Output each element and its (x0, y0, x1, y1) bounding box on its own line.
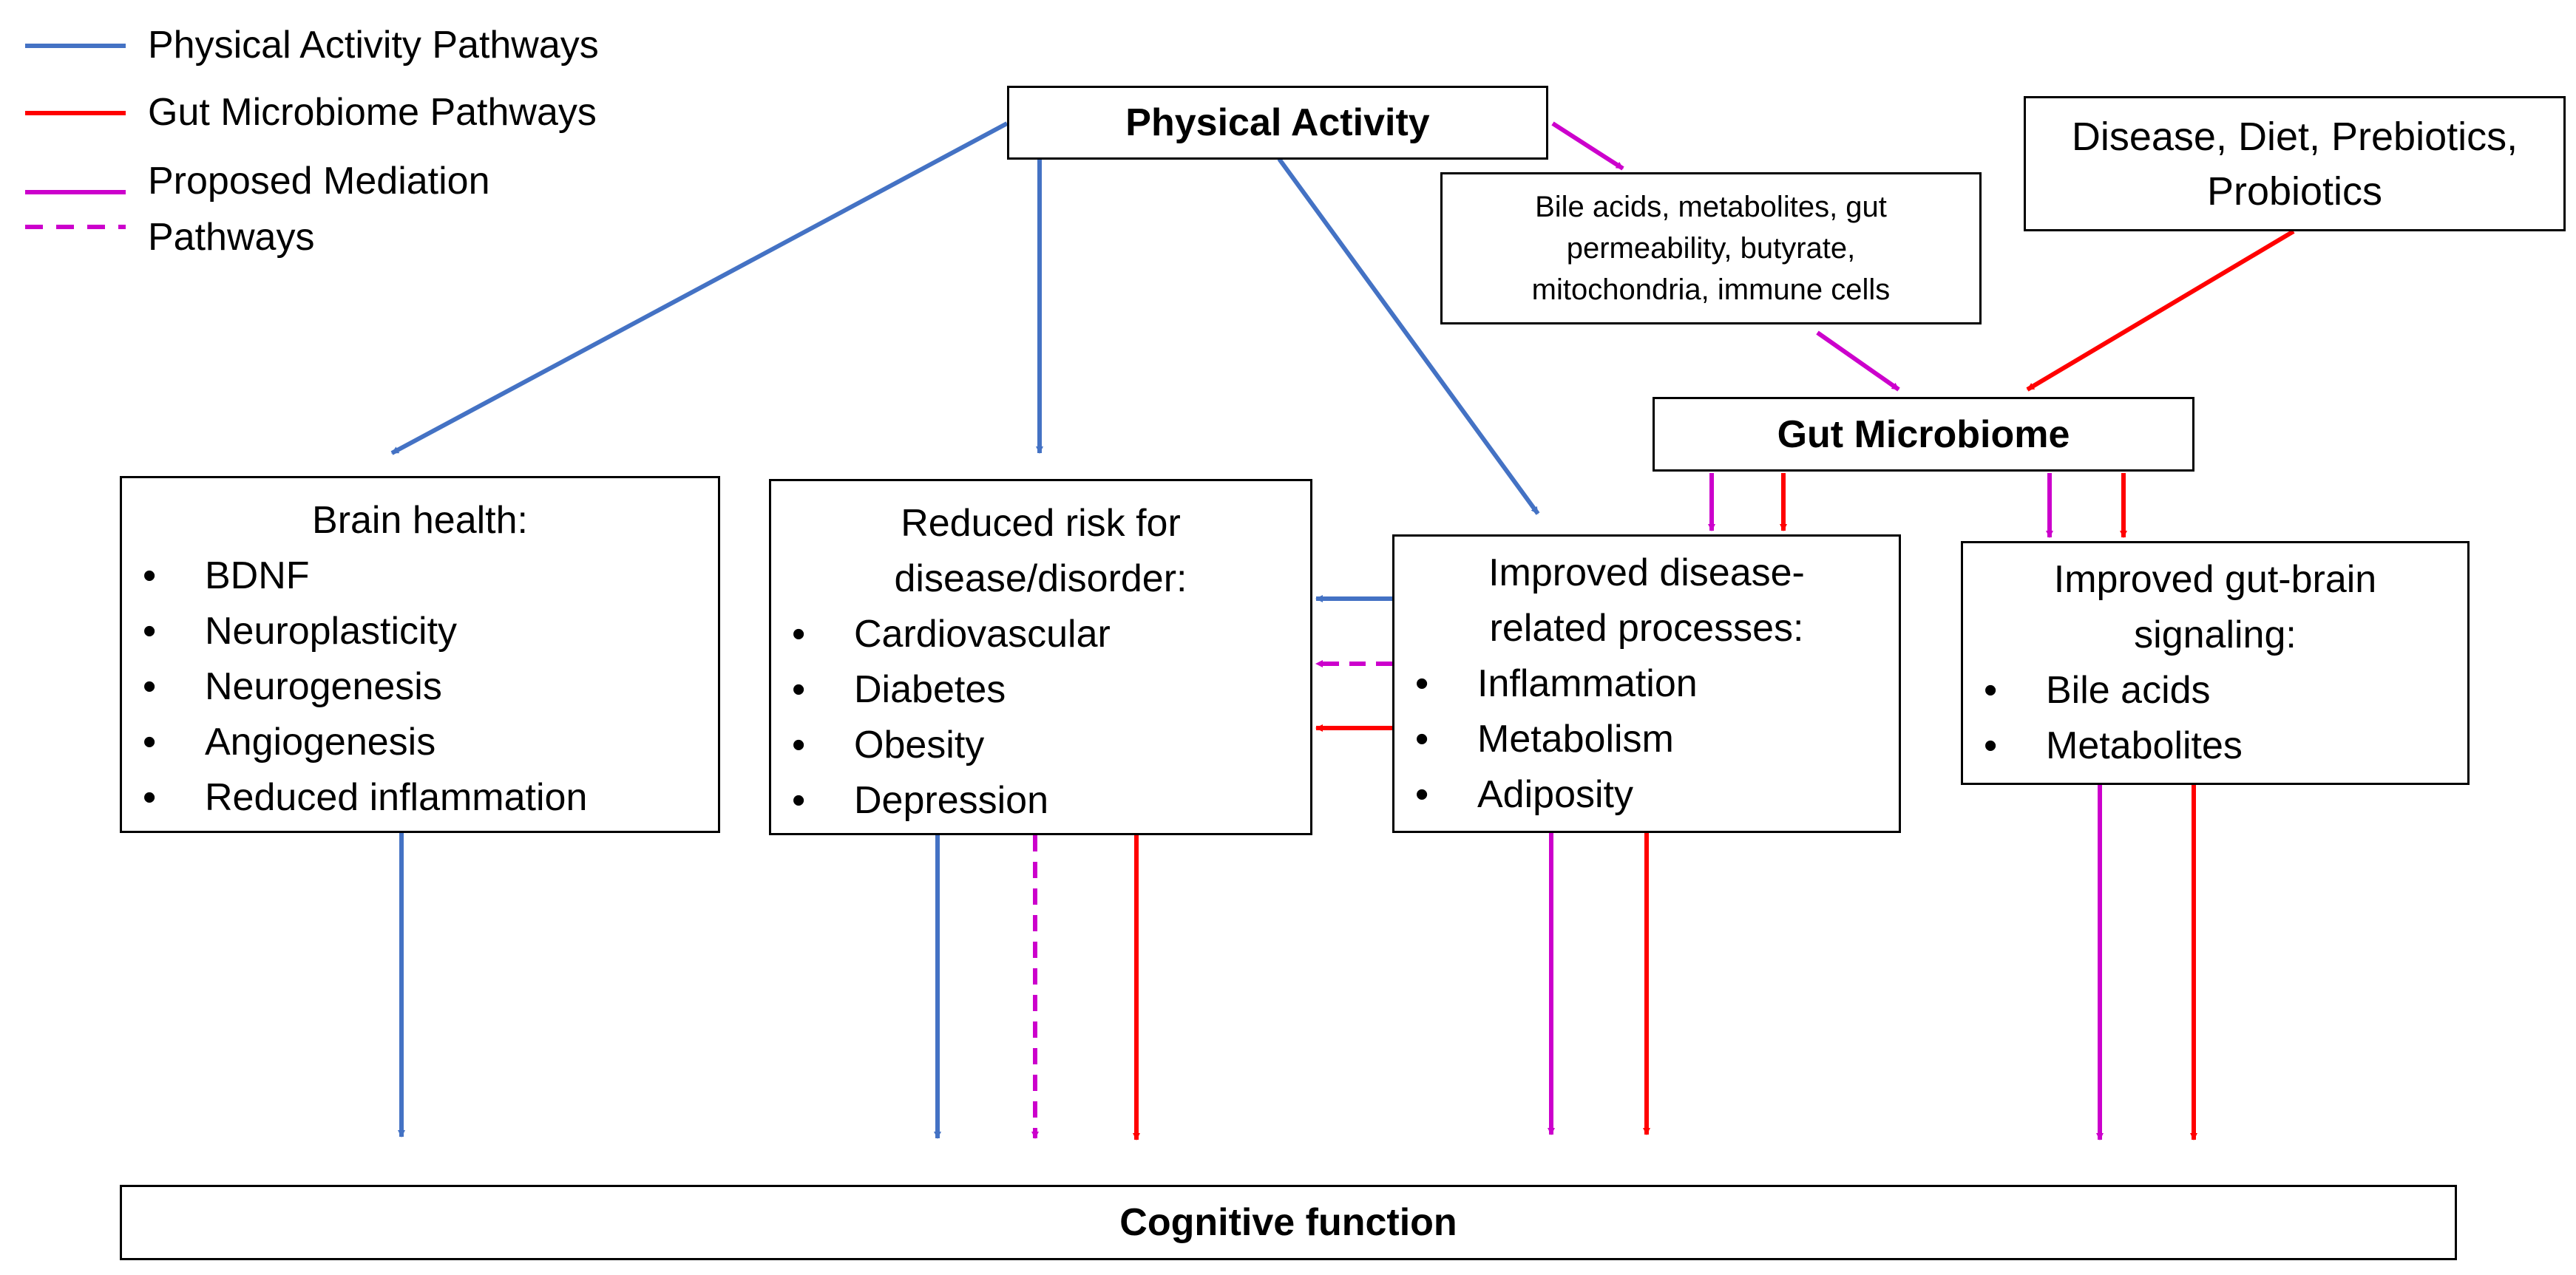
improved-processes-node: Improved disease- related processes: Inf… (1392, 534, 1901, 833)
legend-label-mediation-2: Pathways (148, 216, 315, 259)
list-item: Metabolism (1415, 712, 1899, 767)
brain-health-list: BDNF Neuroplasticity Neurogenesis Angiog… (143, 548, 718, 826)
list-item: Bile acids (1984, 663, 2467, 718)
reduced-risk-list: Cardiovascular Diabetes Obesity Depressi… (792, 607, 1310, 829)
gut-brain-node: Improved gut-brain signaling: Bile acids… (1961, 541, 2470, 785)
arrow-pa-to-processes (1277, 157, 1540, 515)
legend-label-gut: Gut Microbiome Pathways (148, 91, 597, 134)
list-item: Reduced inflammation (143, 770, 718, 826)
disease-diet-line-1: Disease, Diet, Prebiotics, (2071, 114, 2518, 159)
brain-health-node: Brain health: BDNF Neuroplasticity Neuro… (120, 476, 720, 833)
arrow-diet-to-gut (2026, 229, 2295, 392)
list-item: Obesity (792, 718, 1310, 773)
mediators-line-2: permeability, butyrate, (1566, 232, 1856, 265)
gut-microbiome-node: Gut Microbiome (1653, 397, 2194, 472)
brain-health-title: Brain health: (312, 499, 528, 542)
list-item: Cardiovascular (792, 607, 1310, 662)
mediators-node: Bile acids, metabolites, gut permeabilit… (1440, 172, 1982, 324)
gut-brain-title-1: Improved gut-brain (2053, 558, 2377, 601)
reduced-risk-node: Reduced risk for disease/disorder: Cardi… (769, 479, 1312, 835)
physical-activity-node: Physical Activity (1007, 86, 1548, 160)
list-item: Angiogenesis (143, 715, 718, 770)
improved-processes-list: Inflammation Metabolism Adiposity (1415, 656, 1899, 823)
improved-processes-title-2: related processes: (1489, 607, 1804, 650)
disease-diet-line-2: Probiotics (2206, 169, 2383, 214)
list-item: BDNF (143, 548, 718, 604)
arrow-mediators-to-gut (1816, 330, 1900, 392)
list-item: Inflammation (1415, 656, 1899, 712)
physical-activity-label: Physical Activity (1125, 101, 1430, 144)
reduced-risk-title-2: disease/disorder: (894, 557, 1187, 600)
cognitive-function-label: Cognitive function (1119, 1201, 1457, 1244)
gut-brain-list: Bile acids Metabolites (1984, 663, 2467, 774)
mediators-line-1: Bile acids, metabolites, gut (1535, 191, 1887, 223)
legend-label-physical: Physical Activity Pathways (148, 24, 599, 67)
reduced-risk-title-1: Reduced risk for (901, 502, 1181, 545)
list-item: Neurogenesis (143, 659, 718, 715)
list-item: Adiposity (1415, 767, 1899, 823)
arrow-pa-to-mediators (1551, 121, 1624, 171)
disease-diet-node: Disease, Diet, Prebiotics, Probiotics (2024, 96, 2566, 231)
arrow-pa-to-brain (390, 121, 1009, 455)
legend-label-mediation-1: Proposed Mediation (148, 160, 490, 203)
list-item: Depression (792, 773, 1310, 829)
gut-microbiome-label: Gut Microbiome (1777, 412, 2070, 456)
improved-processes-title-1: Improved disease- (1488, 551, 1805, 594)
mediators-line-3: mitochondria, immune cells (1531, 273, 1891, 306)
list-item: Metabolites (1984, 718, 2467, 774)
cognitive-function-node: Cognitive function (120, 1185, 2457, 1260)
list-item: Neuroplasticity (143, 604, 718, 659)
gut-brain-title-2: signaling: (2134, 613, 2297, 656)
list-item: Diabetes (792, 662, 1310, 718)
